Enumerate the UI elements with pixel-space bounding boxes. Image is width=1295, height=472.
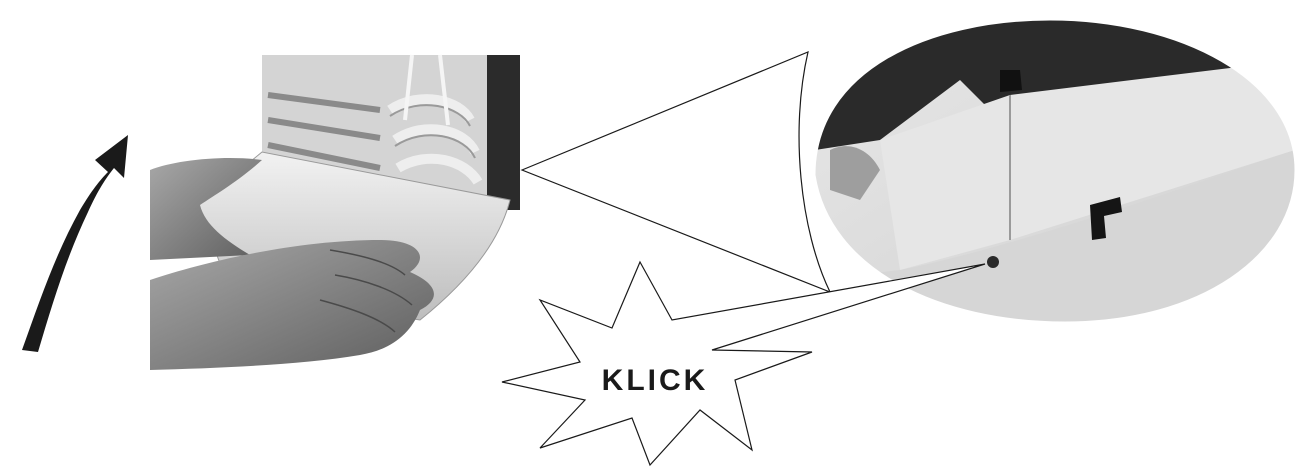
starburst-icon xyxy=(501,260,986,467)
latch-slot xyxy=(1090,197,1122,240)
hanging-strings xyxy=(403,54,450,126)
zoom-detail-outline xyxy=(814,19,1295,323)
zoom-pointer xyxy=(520,51,832,294)
zoom-panel xyxy=(880,60,1295,270)
coil-tubes xyxy=(387,94,483,185)
evaporator-fins xyxy=(267,92,381,171)
coil-tube-shadow xyxy=(389,104,476,159)
appliance-photo xyxy=(150,54,520,370)
click-hole xyxy=(987,256,999,268)
hand-upper xyxy=(150,158,262,260)
curved-up-arrow-icon xyxy=(22,135,128,352)
zoom-detail xyxy=(815,20,1295,322)
hand-lower xyxy=(150,240,434,370)
klick-starburst: KLICK xyxy=(501,260,986,467)
finger-lines xyxy=(319,249,413,333)
klick-label: KLICK xyxy=(602,364,709,397)
